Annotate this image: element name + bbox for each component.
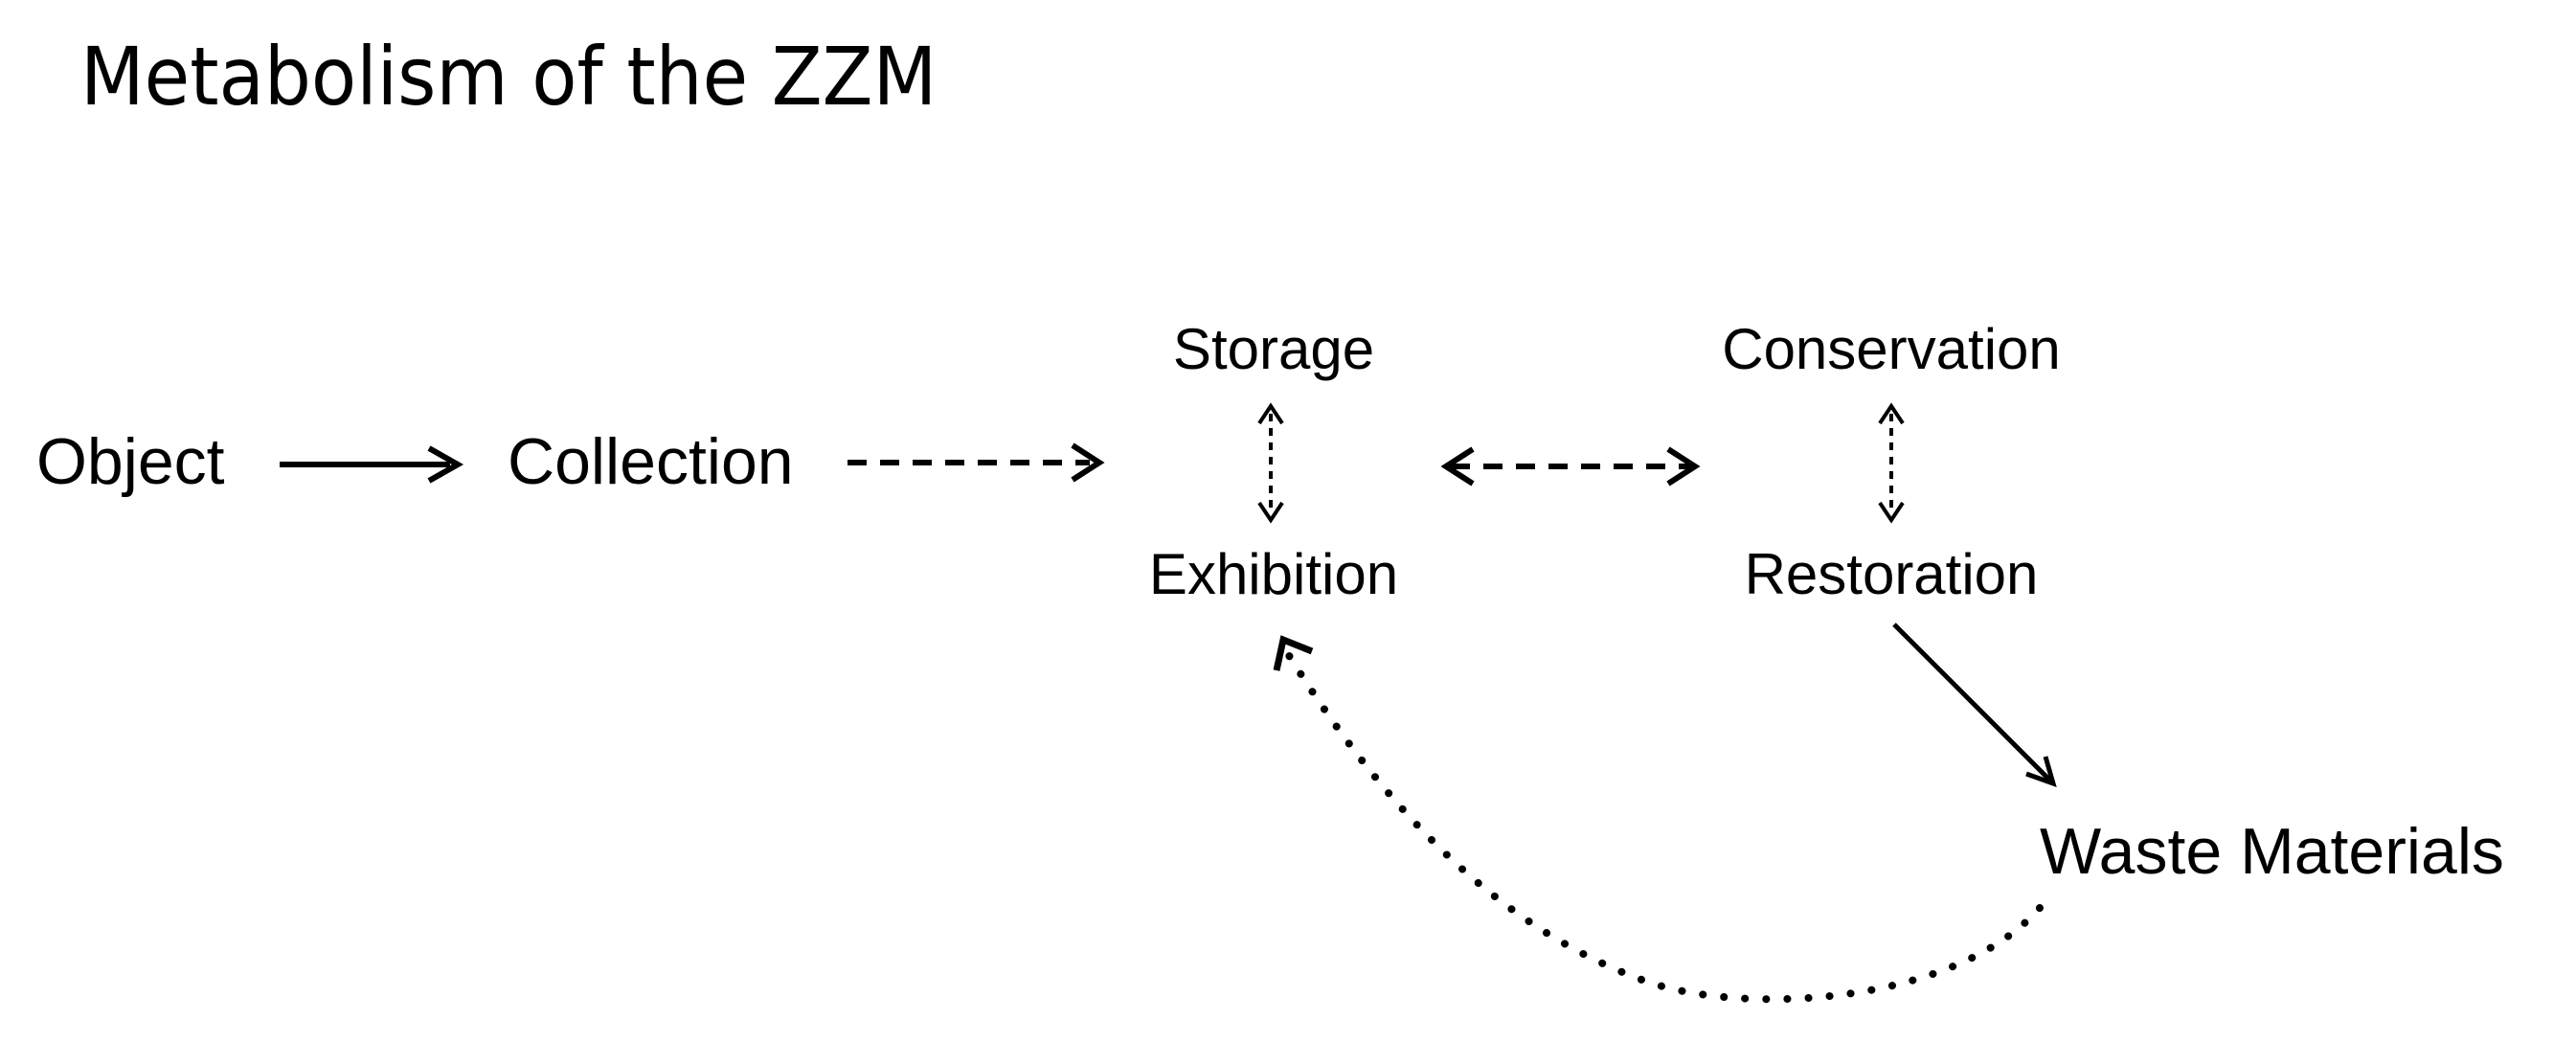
- arrow-storage-conservation: [1440, 446, 1701, 487]
- arrow-conservation-restoration: [1878, 402, 1905, 524]
- arrow-restoration-to-waste: [1892, 623, 2057, 787]
- node-waste-materials: Waste Materials: [2040, 815, 2504, 888]
- arrow-waste-to-exhibition: [1273, 635, 2044, 1004]
- node-exhibition: Exhibition: [1149, 542, 1398, 606]
- node-conservation: Conservation: [1722, 317, 2061, 381]
- arrow-object-to-collection: [280, 445, 464, 484]
- node-restoration: Restoration: [1745, 542, 2039, 606]
- diagram-title: Metabolism of the ZZM: [80, 30, 938, 124]
- arrow-collection-to-storage-exhibition: [847, 442, 1105, 483]
- node-storage: Storage: [1173, 317, 1374, 381]
- node-object: Object: [36, 425, 225, 498]
- arrow-storage-exhibition: [1257, 402, 1284, 524]
- node-collection: Collection: [508, 425, 794, 498]
